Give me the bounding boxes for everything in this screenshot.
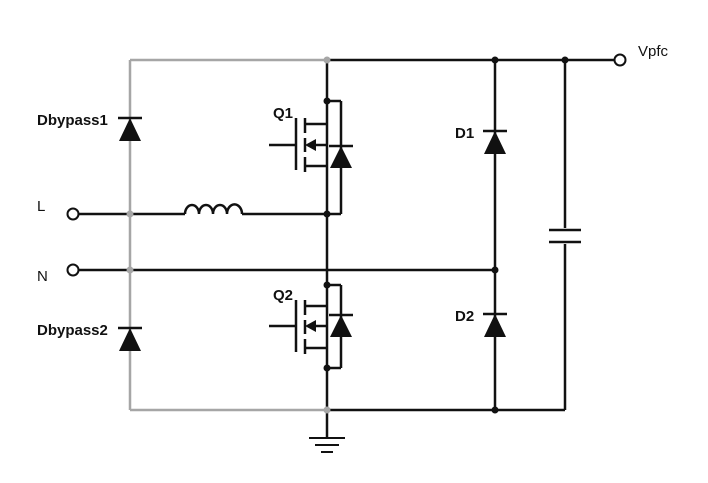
junction-dots <box>323 56 569 414</box>
label-d2: D2 <box>455 308 474 325</box>
terminal-n <box>66 263 80 277</box>
label-q1: Q1 <box>273 105 293 122</box>
terminal-vpfc <box>613 53 627 67</box>
label-n: N <box>37 268 48 285</box>
bypass-wiring <box>128 58 327 412</box>
ground-symbol <box>309 437 345 453</box>
terminal-l <box>66 207 80 221</box>
mosfet-q1-arrow <box>305 139 316 151</box>
mosfet-q2-arrow <box>305 320 316 332</box>
diode-dbypass2 <box>118 326 142 351</box>
diode-d1 <box>483 129 507 154</box>
label-d1: D1 <box>455 125 474 142</box>
label-q2: Q2 <box>273 287 293 304</box>
capacitor <box>549 228 581 244</box>
mosfet-q2-body-diode <box>329 313 353 337</box>
label-dbypass2: Dbypass2 <box>37 322 108 339</box>
diode-d2 <box>483 312 507 337</box>
junction-dots-gray <box>126 56 331 414</box>
label-dbypass1: Dbypass1 <box>37 112 108 129</box>
label-l: L <box>37 198 45 215</box>
inductor <box>183 203 244 215</box>
main-wiring <box>79 58 614 437</box>
diode-dbypass1 <box>118 116 142 141</box>
label-vpfc: Vpfc <box>638 43 669 60</box>
mosfet-q1-body-diode <box>329 144 353 168</box>
